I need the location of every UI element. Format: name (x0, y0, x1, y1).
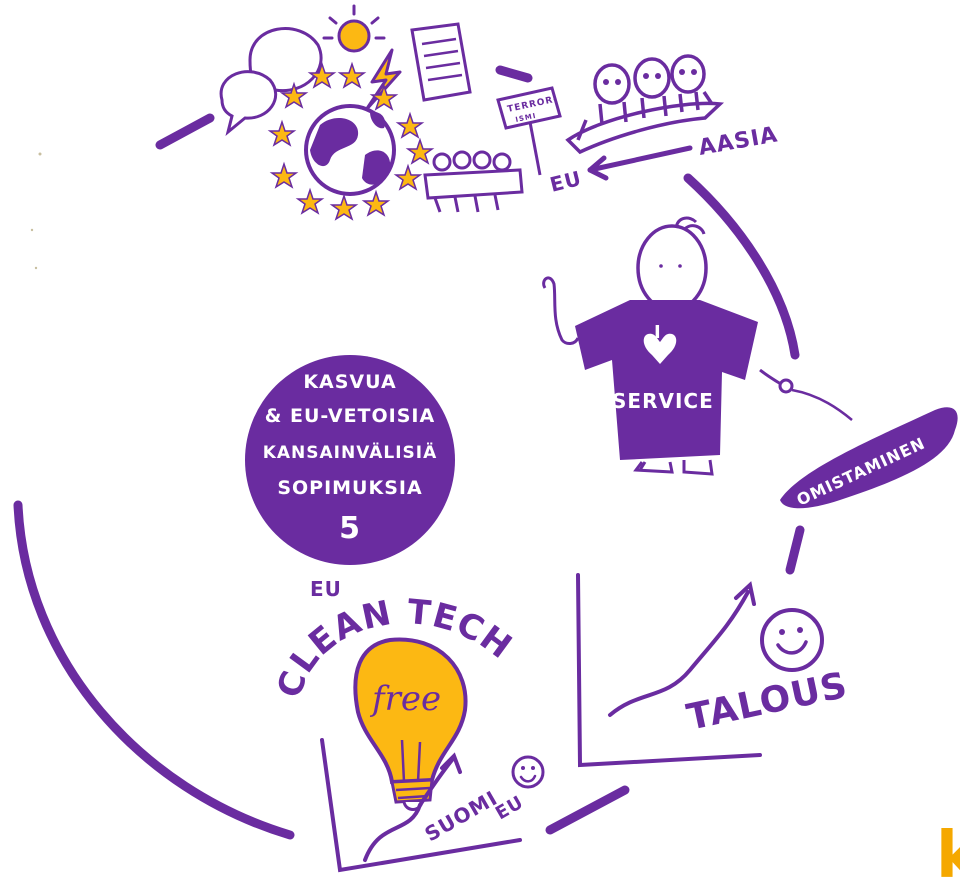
circle-number: 5 (339, 511, 361, 546)
talous-label: TALOUS (683, 665, 851, 739)
eu-stars-icon (267, 61, 435, 221)
suomi-chart (320, 738, 522, 873)
document-icon (410, 22, 472, 102)
circle-line-2: & EU-VETOISIA (265, 405, 435, 427)
people-table-icon (423, 150, 524, 213)
edge-specks (30, 152, 42, 270)
boat-people-icon (565, 54, 725, 155)
bulb-text: free (369, 679, 441, 719)
kasvua-circle: KASVUA & EU-VETOISIA KANSAINVÄLISIÄ SOPI… (245, 355, 455, 565)
shirt-i-text: I (654, 322, 662, 343)
service-label: SERVICE (612, 389, 714, 413)
suomi-eu-label: EU (492, 792, 528, 825)
speech-bubbles-icon (219, 27, 323, 137)
heart-icon (643, 333, 677, 364)
circle-line-4: SOPIMUKSIA (277, 477, 422, 499)
arc-right (683, 173, 800, 360)
arc-top-mid (495, 65, 533, 83)
growth-chart-icon (576, 573, 762, 768)
protest-sign-icon: TERROR- ISMI (496, 86, 562, 176)
smiley-small-icon (511, 755, 545, 789)
arc-left (13, 500, 295, 840)
eu-arrow-label: EU (547, 166, 584, 197)
corner-letter: k (936, 819, 960, 893)
arc-top-left (155, 113, 215, 150)
sun-icon (322, 4, 386, 53)
service-shirt (575, 300, 758, 460)
eu-small-label: EU (310, 577, 342, 601)
smiley-icon (760, 608, 824, 672)
suomi-label: SUOMI (421, 786, 502, 847)
arc-right-low (785, 525, 805, 575)
circle-line-3: KANSAINVÄLISIÄ (263, 441, 438, 463)
arc-bottom (545, 785, 630, 835)
omistaminen-badge: OMISTAMINEN (780, 407, 958, 510)
eu-arrow: EU (547, 145, 693, 197)
circle-line-1: KASVUA (303, 371, 396, 393)
stick-person-icon: I SERVICE (542, 216, 853, 476)
globe-icon (304, 104, 396, 196)
aasia-label: AASIA (697, 122, 780, 161)
lightbulb-icon: free (353, 637, 468, 811)
cycle-arcs (13, 65, 805, 840)
